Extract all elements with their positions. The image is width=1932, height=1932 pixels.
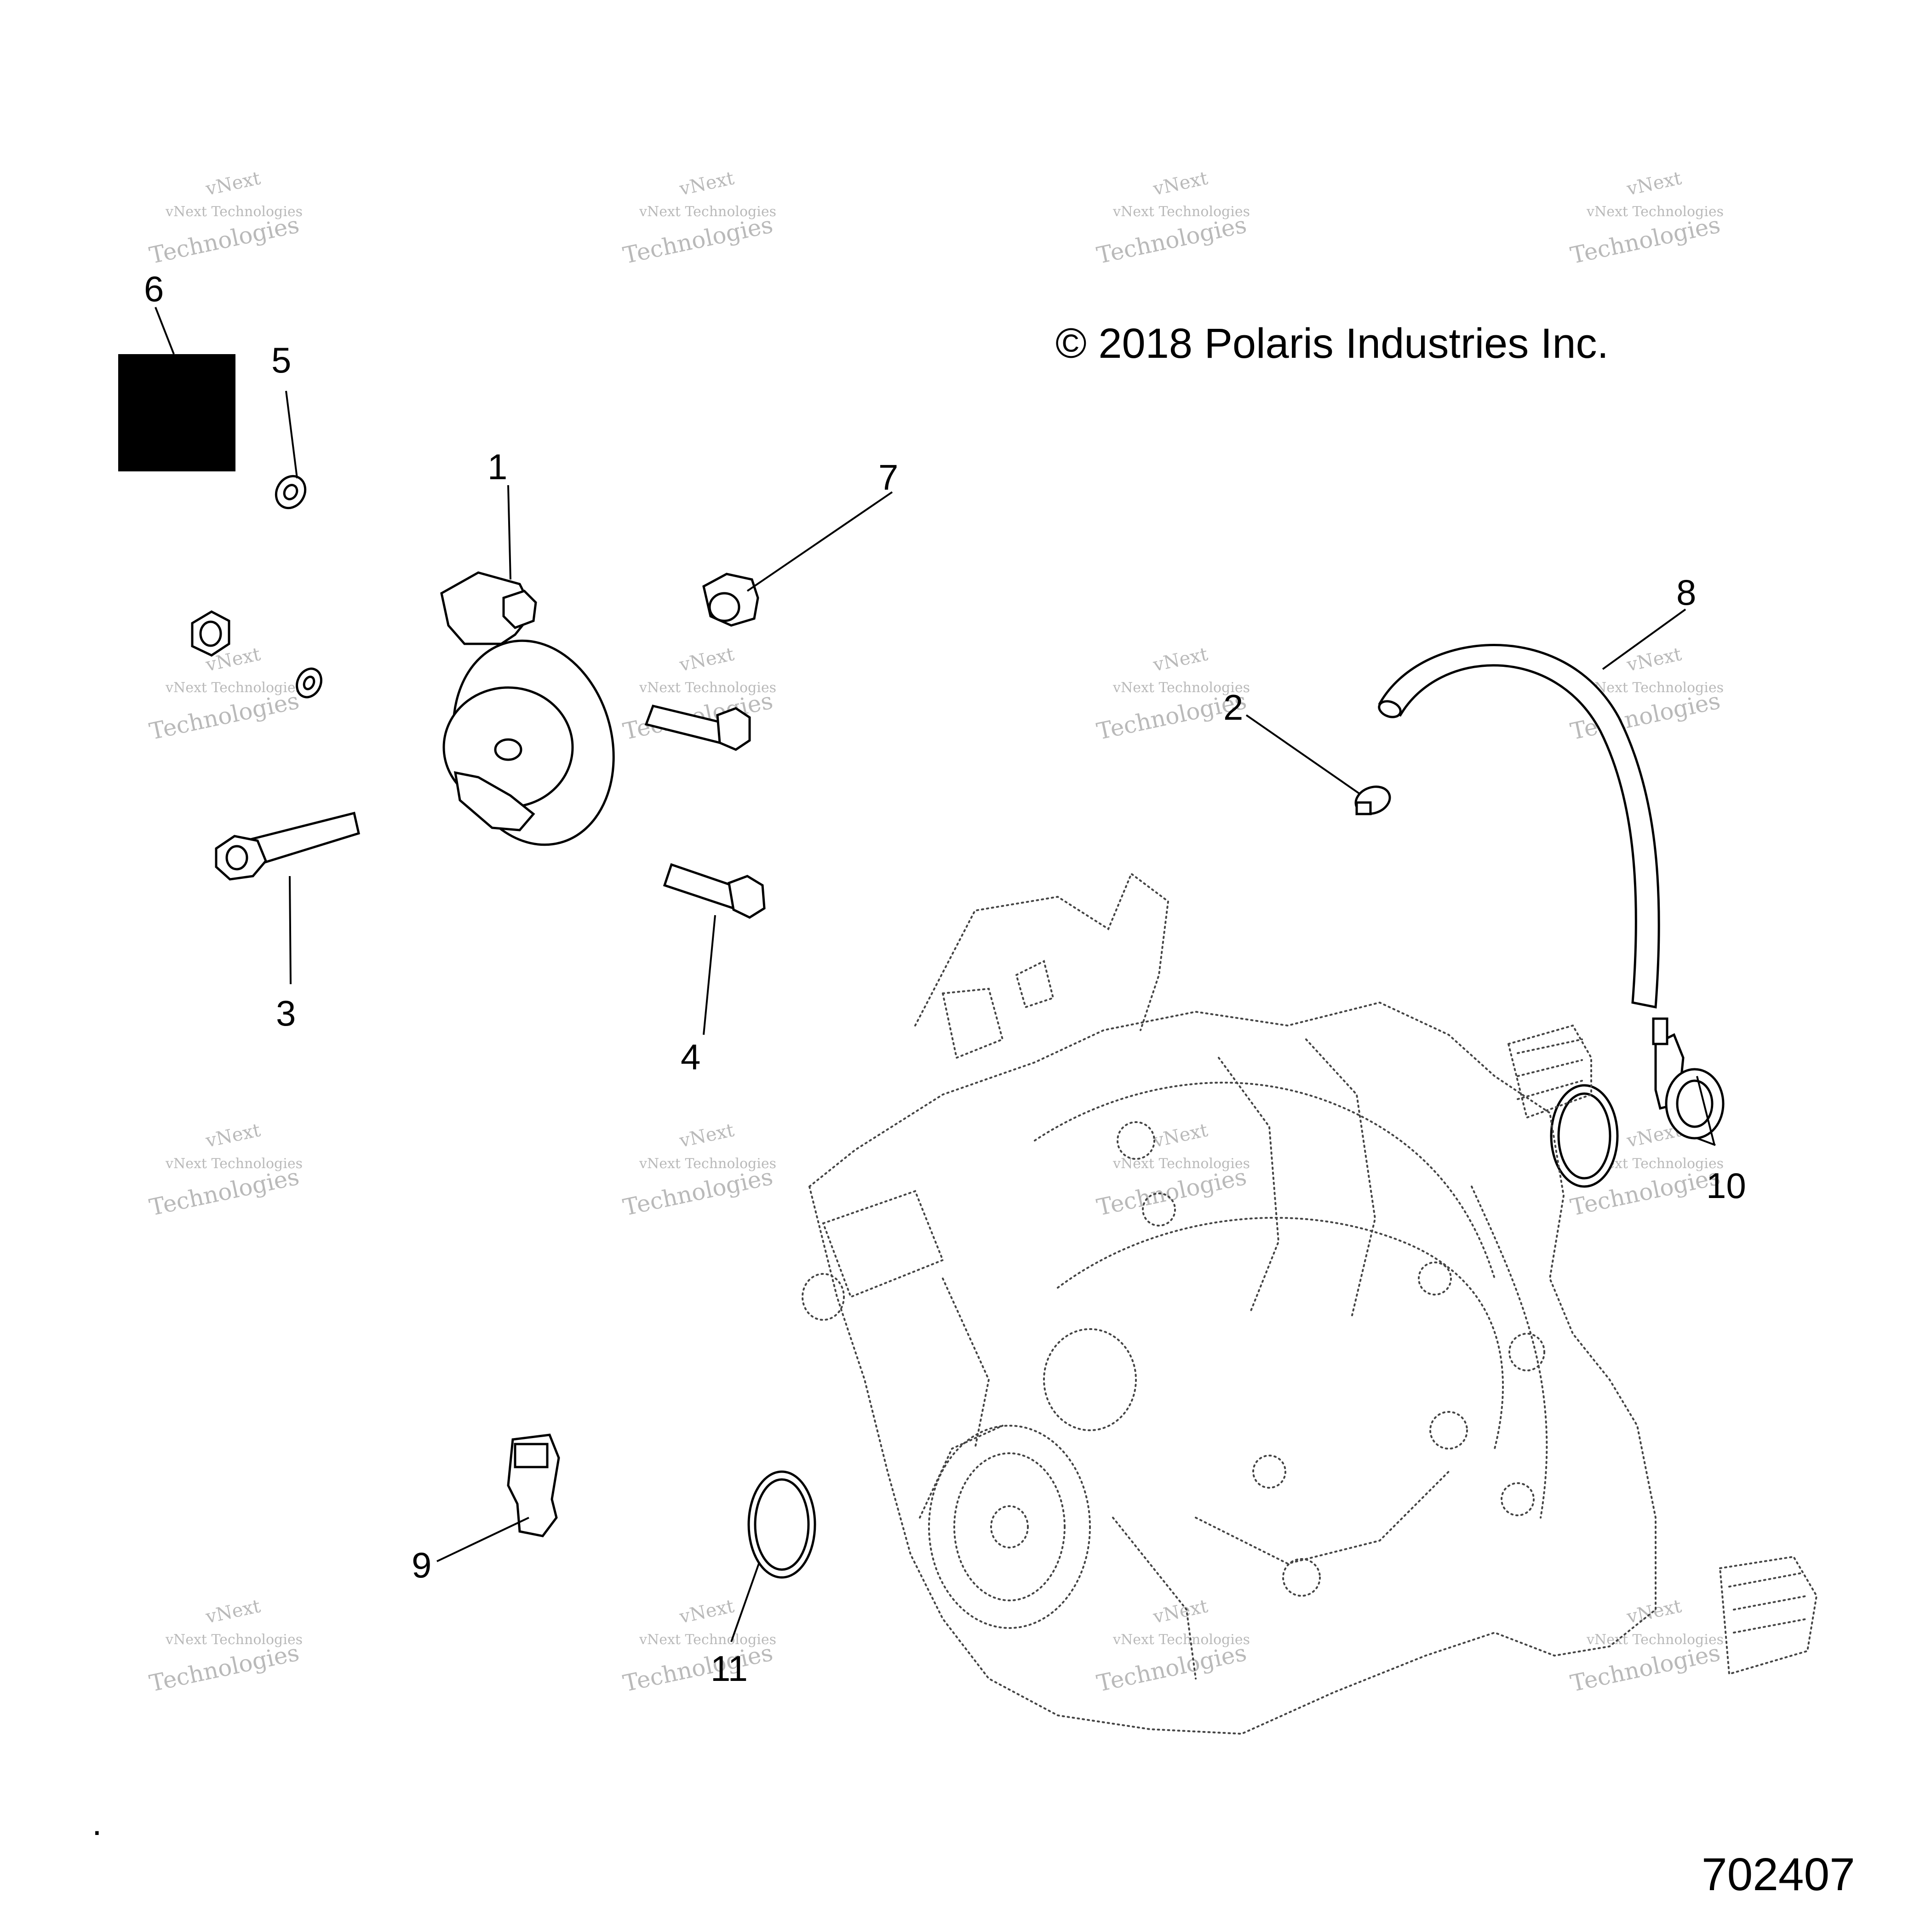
svg-text:vNext Technologies: vNext Technologies bbox=[1112, 680, 1250, 696]
bolt-unlabeled bbox=[644, 705, 751, 751]
svg-text:vNext Technologies: vNext Technologies bbox=[639, 680, 776, 696]
transmission-housing bbox=[802, 872, 1818, 1735]
watermark: vNext vNext Technologies Technologies bbox=[1095, 1595, 1250, 1697]
svg-text:vNext: vNext bbox=[1625, 643, 1684, 676]
svg-text:vNext: vNext bbox=[1625, 167, 1684, 200]
o-ring-right bbox=[1550, 1084, 1619, 1188]
svg-text:Technologies: Technologies bbox=[621, 1163, 775, 1221]
svg-text:Technologies: Technologies bbox=[1095, 211, 1249, 269]
leader-line-10 bbox=[1697, 1137, 1716, 1146]
leader-line-2 bbox=[1245, 714, 1360, 794]
part-10-fitting bbox=[1652, 1017, 1725, 1140]
svg-text:Technologies: Technologies bbox=[1095, 1163, 1249, 1221]
part-8-hose bbox=[1378, 644, 1660, 1009]
leader-line-1 bbox=[507, 485, 511, 580]
part-9-clip bbox=[507, 1433, 560, 1537]
part-1-sensor bbox=[440, 571, 615, 846]
svg-text:Technologies: Technologies bbox=[147, 1639, 302, 1697]
callout-1: 1 bbox=[487, 447, 507, 487]
svg-text:vNext: vNext bbox=[677, 643, 736, 676]
watermark: vNext vNext Technologies Technologies bbox=[1095, 1119, 1250, 1221]
part-5-washer bbox=[275, 475, 307, 510]
callout-10: 10 bbox=[1706, 1165, 1746, 1206]
leader-line-5 bbox=[285, 390, 298, 479]
svg-text:Technologies: Technologies bbox=[1568, 211, 1723, 269]
watermark: vNext vNext Technologies Technologies bbox=[147, 167, 303, 269]
svg-text:vNext Technologies: vNext Technologies bbox=[1586, 680, 1724, 696]
watermark: vNext vNext Technologies Technologies bbox=[621, 1595, 776, 1697]
diagram-number: 702407 bbox=[1702, 1849, 1855, 1900]
svg-text:vNext Technologies: vNext Technologies bbox=[639, 204, 776, 220]
svg-text:vNext Technologies: vNext Technologies bbox=[1586, 204, 1724, 220]
copyright-notice: © 2018 Polaris Industries Inc. bbox=[1055, 320, 1609, 367]
svg-text:vNext: vNext bbox=[677, 1119, 736, 1152]
flange-nut bbox=[191, 610, 230, 657]
part-3-bolt bbox=[215, 811, 360, 881]
callout-3: 3 bbox=[276, 993, 296, 1033]
svg-text:vNext Technologies: vNext Technologies bbox=[639, 1632, 776, 1648]
svg-text:Technologies: Technologies bbox=[147, 211, 302, 269]
watermark: vNext vNext Technologies Technologies bbox=[147, 643, 303, 745]
svg-text:vNext Technologies: vNext Technologies bbox=[1586, 1632, 1724, 1648]
callout-6: 6 bbox=[144, 269, 164, 309]
callout-4: 4 bbox=[681, 1037, 700, 1077]
watermark: vNext vNext Technologies Technologies bbox=[1568, 167, 1724, 269]
callout-8: 8 bbox=[1676, 572, 1696, 613]
svg-text:vNext Technologies: vNext Technologies bbox=[1112, 1156, 1250, 1172]
callout-7: 7 bbox=[878, 457, 898, 498]
svg-text:vNext: vNext bbox=[1151, 643, 1210, 676]
part-7-plug bbox=[702, 573, 759, 627]
svg-text:vNext: vNext bbox=[677, 167, 736, 200]
watermarks: vNext vNext Technologies Technologies vN… bbox=[147, 167, 1724, 1697]
svg-text:vNext Technologies: vNext Technologies bbox=[165, 680, 303, 696]
watermark: vNext vNext Technologies Technologies bbox=[1568, 1595, 1724, 1697]
svg-text:vNext: vNext bbox=[204, 167, 263, 200]
svg-text:vNext Technologies: vNext Technologies bbox=[165, 1156, 303, 1172]
footnote-mark: . bbox=[92, 1802, 102, 1843]
svg-text:Technologies: Technologies bbox=[147, 687, 302, 745]
watermark: vNext vNext Technologies Technologies bbox=[1095, 167, 1250, 269]
watermark: vNext vNext Technologies Technologies bbox=[147, 1119, 303, 1221]
svg-text:vNext Technologies: vNext Technologies bbox=[639, 1156, 776, 1172]
svg-text:vNext Technologies: vNext Technologies bbox=[165, 1632, 303, 1648]
svg-text:vNext Technologies: vNext Technologies bbox=[1112, 204, 1250, 220]
svg-text:vNext Technologies: vNext Technologies bbox=[1112, 1632, 1250, 1648]
svg-text:vNext: vNext bbox=[1151, 1119, 1210, 1152]
part-2-clamp bbox=[1354, 785, 1391, 815]
svg-text:Technologies: Technologies bbox=[1568, 1639, 1723, 1697]
svg-text:vNext: vNext bbox=[1151, 167, 1210, 200]
svg-text:Technologies: Technologies bbox=[147, 1163, 302, 1221]
callout-11: 11 bbox=[711, 1648, 748, 1689]
part-6-decal bbox=[118, 354, 235, 471]
callout-2: 2 bbox=[1223, 687, 1243, 728]
part-11-o-ring bbox=[747, 1470, 816, 1579]
leader-line-8 bbox=[1602, 608, 1686, 670]
watermark: vNext vNext Technologies Technologies bbox=[621, 1119, 776, 1221]
leader-line-3 bbox=[289, 876, 292, 985]
leader-line-10b bbox=[1696, 1076, 1715, 1146]
svg-text:vNext Technologies: vNext Technologies bbox=[165, 204, 303, 220]
leader-line-4 bbox=[703, 915, 716, 1035]
watermark: vNext vNext Technologies Technologies bbox=[147, 1595, 303, 1697]
callout-5: 5 bbox=[271, 340, 291, 380]
leader-line-9 bbox=[436, 1517, 529, 1562]
leader-line-11 bbox=[730, 1563, 760, 1642]
svg-text:vNext: vNext bbox=[204, 1595, 263, 1628]
svg-text:Technologies: Technologies bbox=[621, 1639, 775, 1697]
lock-washer bbox=[296, 667, 322, 699]
svg-text:vNext: vNext bbox=[677, 1595, 736, 1628]
callout-9: 9 bbox=[412, 1545, 431, 1585]
leader-line-7 bbox=[746, 491, 893, 592]
svg-text:Technologies: Technologies bbox=[1095, 1639, 1249, 1697]
part-4-bolt bbox=[663, 863, 766, 919]
watermark: vNext vNext Technologies Technologies bbox=[621, 167, 776, 269]
leader-line-6 bbox=[155, 307, 175, 355]
svg-text:vNext: vNext bbox=[204, 1119, 263, 1152]
svg-text:Technologies: Technologies bbox=[621, 211, 775, 269]
